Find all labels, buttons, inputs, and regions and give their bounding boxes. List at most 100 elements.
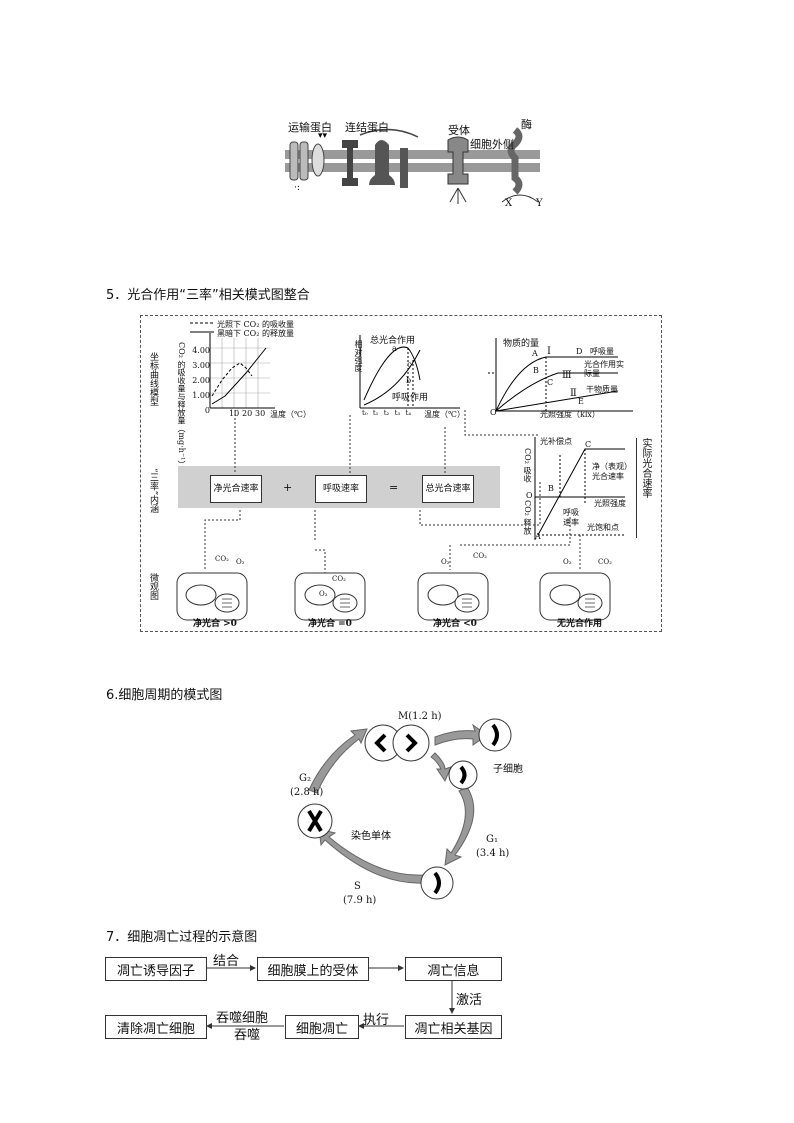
micro-label-2: 净光合 =0	[308, 619, 352, 629]
graph1-xlabel: 温度（℃）	[270, 410, 311, 419]
label-y: Y	[536, 198, 543, 209]
label-x: X	[505, 198, 513, 209]
graph4-actual-rate: 实际光合速率	[636, 438, 651, 538]
graph4-ylabel-down: CO₂ 释放	[523, 500, 532, 535]
graph2-label-total: 总光合作用	[370, 336, 416, 346]
section7-heading: 7．细胞凋亡过程的示意图	[106, 930, 258, 945]
arrow-label-execute: 执行	[363, 1013, 390, 1028]
micro1-co2: CO₂	[215, 555, 229, 563]
graph-substance-light	[488, 338, 633, 412]
label-chromatid: 染色单体	[351, 831, 391, 842]
micro-label-1: 净光合 >0	[193, 619, 237, 629]
box-apoptosis-signal: 凋亡信息	[405, 957, 502, 981]
micro3-co2: CO₂	[473, 552, 487, 560]
graph4-compensation-point: 光补偿点	[540, 437, 572, 446]
receptor-protein	[447, 136, 469, 204]
row-label-curve: 坐标曲线模型	[148, 352, 158, 406]
phase-s: S	[354, 881, 361, 892]
linker-protein	[342, 128, 419, 188]
cell-cycle-diagram	[297, 718, 512, 900]
graph4-label-resp: 呼吸速率	[563, 508, 579, 527]
graph2-point-c: c	[407, 360, 412, 369]
phase-g2-time: (2.8 h)	[290, 787, 324, 798]
graph3-point-c: C	[547, 378, 554, 387]
micro4-o2: O₂	[563, 558, 572, 566]
phase-m: M(1.2 h)	[398, 711, 442, 722]
box-clear-cells: 清除凋亡细胞	[105, 1015, 207, 1039]
graph3-xlabel: 光照强度（klx）	[540, 410, 600, 419]
graph3-label-actual: 光合作用实际量	[584, 360, 624, 378]
phase-s-time: (7.9 h)	[343, 895, 377, 906]
graph1-ylabel: CO₂ 的吸收量与释放量（mg·h⁻¹）	[177, 342, 186, 469]
micro4-co2: CO₂	[598, 558, 612, 566]
graph3-origin: O	[490, 408, 497, 417]
arrow-label-phagocyte: 吞噬细胞	[216, 1011, 269, 1026]
enzyme-protein	[501, 127, 539, 203]
label-enzyme: 酶	[521, 118, 532, 131]
box-gross-rate: 总光合速率	[422, 475, 474, 503]
svg-text:·:: ·:	[294, 183, 300, 193]
graph-relative-intensity	[359, 335, 460, 409]
section6-heading: 6.细胞周期的模式图	[106, 688, 223, 703]
graph3-label-dry: 干物质量	[586, 385, 618, 394]
arrow-label-activate: 激活	[456, 993, 483, 1008]
graph2-xlabel: 温度（℃）	[424, 410, 465, 419]
graph4-label-saturation: 光饱和点	[587, 523, 619, 532]
micro2-o2: O₂	[319, 590, 328, 598]
section5-heading: 5．光合作用“三率”相关模式图整合	[106, 288, 310, 303]
label-cell-outside: 细胞外侧	[470, 138, 514, 151]
graph4-origin: O	[526, 491, 533, 500]
box-apoptosis-genes: 凋亡相关基因	[405, 1015, 502, 1039]
graph-co2-light	[534, 437, 625, 540]
label-linker-protein: 连结蛋白	[345, 121, 389, 134]
row-label-micro: 微观图	[148, 573, 158, 600]
graph2-point-a: a	[392, 344, 397, 353]
micro2-co2: CO₂	[332, 575, 346, 583]
graph3-point-d: D	[576, 347, 583, 356]
graph4-point-c: C	[585, 440, 592, 449]
micro-label-4: 无光合作用	[557, 619, 603, 629]
graph1-xtick-20: 20	[242, 409, 253, 418]
box-membrane-receptor: 细胞膜上的受体	[257, 957, 369, 981]
graph3-region-3: Ⅲ	[562, 370, 572, 381]
section5-connectors	[204, 410, 581, 573]
section5-frame	[140, 315, 662, 632]
phase-g1-time: (3.4 h)	[476, 848, 510, 859]
graph4-point-b: B	[548, 484, 554, 493]
apoptosis-arrows	[206, 965, 455, 1029]
box-cell-apoptosis: 细胞凋亡	[285, 1015, 359, 1039]
graph4-label-light: 光照强度	[594, 499, 626, 508]
graph2-label-resp: 呼吸作用	[392, 393, 429, 403]
box-resp-rate: 呼吸速率	[315, 475, 367, 503]
membrane-protein-diagram: ·: ▾▾	[285, 127, 540, 204]
graph2-point-b: b	[406, 376, 412, 385]
phase-g1: G₁	[486, 834, 498, 845]
graph1-legend-dark: 黑暗下 CO₂ 的释放量	[217, 329, 294, 338]
arrow-label-phagocytosis: 吞噬	[234, 1028, 261, 1043]
equation-plus: +	[283, 481, 293, 494]
graph1-legend-light: 光照下 CO₂ 的吸收量	[217, 320, 294, 329]
graph3-ylabel: 物质的量	[503, 339, 540, 349]
box-apoptosis-inducer: 凋亡诱导因子	[105, 957, 207, 981]
micro1-o2: O₂	[236, 558, 245, 566]
label-transport-protein: 运输蛋白	[288, 121, 332, 134]
graph4-point-a: A	[535, 532, 541, 541]
graph2-xticks: t₀ t₁ t₂ t₃ t₄	[362, 409, 412, 417]
graph3-point-b: B	[533, 366, 539, 375]
graph-co2-temperature	[190, 322, 275, 409]
box-net-rate: 净光合速率	[210, 475, 262, 503]
phase-g2: G₂	[299, 773, 311, 784]
graph1-xtick-30: 30	[255, 409, 266, 418]
graph4-label-net: 净（表观）光合速率	[592, 462, 632, 481]
graph3-label-resp: 呼吸量	[590, 347, 614, 356]
micro-label-3: 净光合 <0	[433, 619, 477, 629]
transport-protein: ·: ▾▾	[289, 131, 328, 193]
equation-equals: =	[389, 481, 399, 494]
label-daughter-cell: 子细胞	[493, 764, 523, 775]
label-receptor: 受体	[448, 124, 470, 137]
graph3-region-1: Ⅰ	[547, 346, 551, 357]
graph4-ylabel-up: CO₂ 吸收	[523, 448, 532, 483]
graph3-region-2: Ⅱ	[570, 388, 577, 399]
micro-cells	[176, 572, 611, 621]
